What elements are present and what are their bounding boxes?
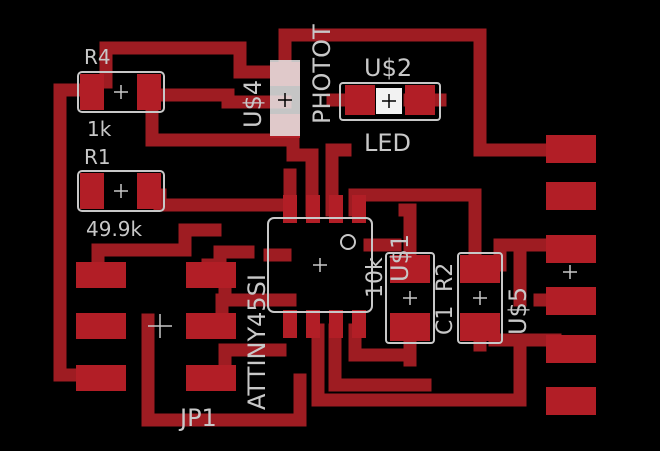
copper-pads (76, 62, 596, 415)
ic-pin1-dot (340, 234, 356, 250)
marker-r2 (473, 291, 487, 305)
pad-u5-4 (546, 287, 596, 315)
trace-bottom-1 (141, 313, 307, 427)
outline-r1 (77, 170, 165, 212)
label-u5: U$5 (504, 287, 532, 335)
pad-r1-2 (137, 173, 161, 209)
pad-u2-1 (345, 85, 375, 115)
pad-jp1-1 (76, 262, 126, 288)
marker-led (382, 94, 396, 108)
marker-ic (313, 258, 327, 272)
pad-u2-2 (405, 85, 435, 115)
label-jp1: JP1 (178, 404, 217, 432)
pad-u5-3 (546, 235, 596, 263)
pad-r2-2 (460, 313, 500, 341)
pad-ic-2 (306, 195, 320, 223)
marker-c1 (403, 291, 417, 305)
pad-jp1-6 (186, 365, 236, 391)
component-outlines (77, 71, 503, 344)
trace-top-right (278, 28, 567, 157)
label-ic: ATTINY45SI (243, 274, 271, 410)
trace-mid-u1 (348, 188, 482, 272)
outline-r2 (457, 252, 503, 344)
pad-ic-6 (306, 310, 320, 338)
marker-u5 (563, 265, 577, 279)
trace-jp-top (91, 223, 222, 272)
marker-r4 (114, 85, 128, 99)
outline-ic (267, 217, 373, 313)
pad-ic-5 (283, 310, 297, 338)
pad-r2-1 (460, 255, 500, 283)
pad-r4-2 (137, 74, 161, 110)
pad-c1-2 (390, 313, 430, 341)
label-r1: R1 (84, 145, 111, 169)
trace-ic-led (325, 143, 352, 217)
pad-ic-1 (283, 195, 297, 223)
marker-r1 (114, 184, 128, 198)
label-u1-value: 10k (363, 257, 388, 298)
pad-jp1-4 (186, 262, 236, 288)
label-u1: U$1 (386, 234, 414, 282)
outline-led (339, 82, 441, 121)
pad-c1-1 (390, 255, 430, 283)
trace-r4-top (99, 41, 292, 89)
trace-u1-top (398, 203, 417, 272)
marker-u4 (278, 93, 292, 107)
pad-jp1-3 (76, 365, 126, 391)
trace-r1-right (153, 188, 287, 212)
origin-markers (114, 85, 577, 338)
pad-r4-1 (80, 74, 104, 110)
pad-r1-1 (80, 173, 104, 209)
pad-ic-8 (352, 310, 366, 338)
pad-ic-3 (329, 195, 343, 223)
pad-u5-2 (546, 182, 596, 210)
label-c1: C1 (433, 306, 458, 335)
label-r2: R2 (433, 263, 458, 292)
marker-jp1 (148, 314, 172, 338)
trace-ic-bottom-right (348, 323, 417, 362)
pad-u5-1 (546, 135, 596, 163)
silkscreen-labels: R4 1k R1 49.9k U$4 PHOTOT U$2 LED ATTINY… (84, 24, 532, 432)
trace-photo-ic (286, 121, 319, 217)
label-r4-value: 1k (87, 117, 112, 141)
label-u4-value: PHOTOT (308, 24, 336, 124)
trace-bottom-3 (328, 323, 432, 392)
label-r4: R4 (84, 45, 111, 69)
pad-ic-4 (352, 195, 366, 223)
label-r1-value: 49.9k (86, 217, 143, 241)
label-u2: U$2 (364, 54, 412, 82)
label-u2-value: LED (364, 129, 411, 157)
pad-jp1-2 (76, 313, 126, 339)
label-u4: U$4 (239, 80, 267, 128)
pad-ic-7 (329, 310, 343, 338)
outline-c1 (385, 252, 435, 344)
trace-r4-right (153, 88, 292, 109)
pad-jp1-5 (186, 313, 236, 339)
pad-u5-5 (546, 335, 596, 363)
outline-r4 (77, 71, 165, 113)
pad-u5-6 (546, 387, 596, 415)
